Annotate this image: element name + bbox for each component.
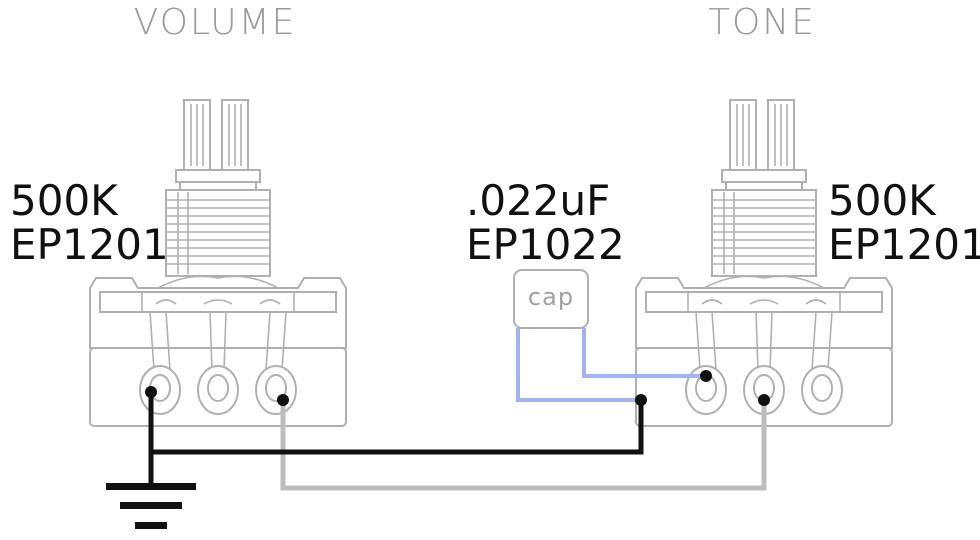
solder-joint bbox=[277, 394, 289, 406]
tone-value: 500K bbox=[828, 176, 937, 225]
capacitor-part: EP1022 bbox=[466, 220, 625, 269]
signal-wire bbox=[280, 400, 767, 491]
volume-part: EP1201 bbox=[10, 220, 169, 269]
ground-symbol bbox=[106, 483, 196, 529]
capacitor-value: .022uF bbox=[466, 176, 610, 225]
tone-title: TONE bbox=[708, 2, 816, 43]
solder-joint bbox=[635, 394, 647, 406]
volume-value: 500K bbox=[10, 176, 119, 225]
volume-title: VOLUME bbox=[134, 2, 297, 43]
capacitor-lead-right bbox=[582, 328, 706, 378]
capacitor-lead-left bbox=[516, 328, 641, 402]
capacitor: cap bbox=[513, 269, 589, 329]
solder-joint bbox=[700, 370, 712, 382]
solder-joint bbox=[145, 386, 157, 398]
ground-wire bbox=[148, 392, 644, 486]
solder-joint bbox=[758, 394, 770, 406]
tone-part: EP1201 bbox=[828, 220, 980, 269]
capacitor-label: cap bbox=[528, 283, 574, 311]
solder-joints bbox=[145, 370, 770, 406]
